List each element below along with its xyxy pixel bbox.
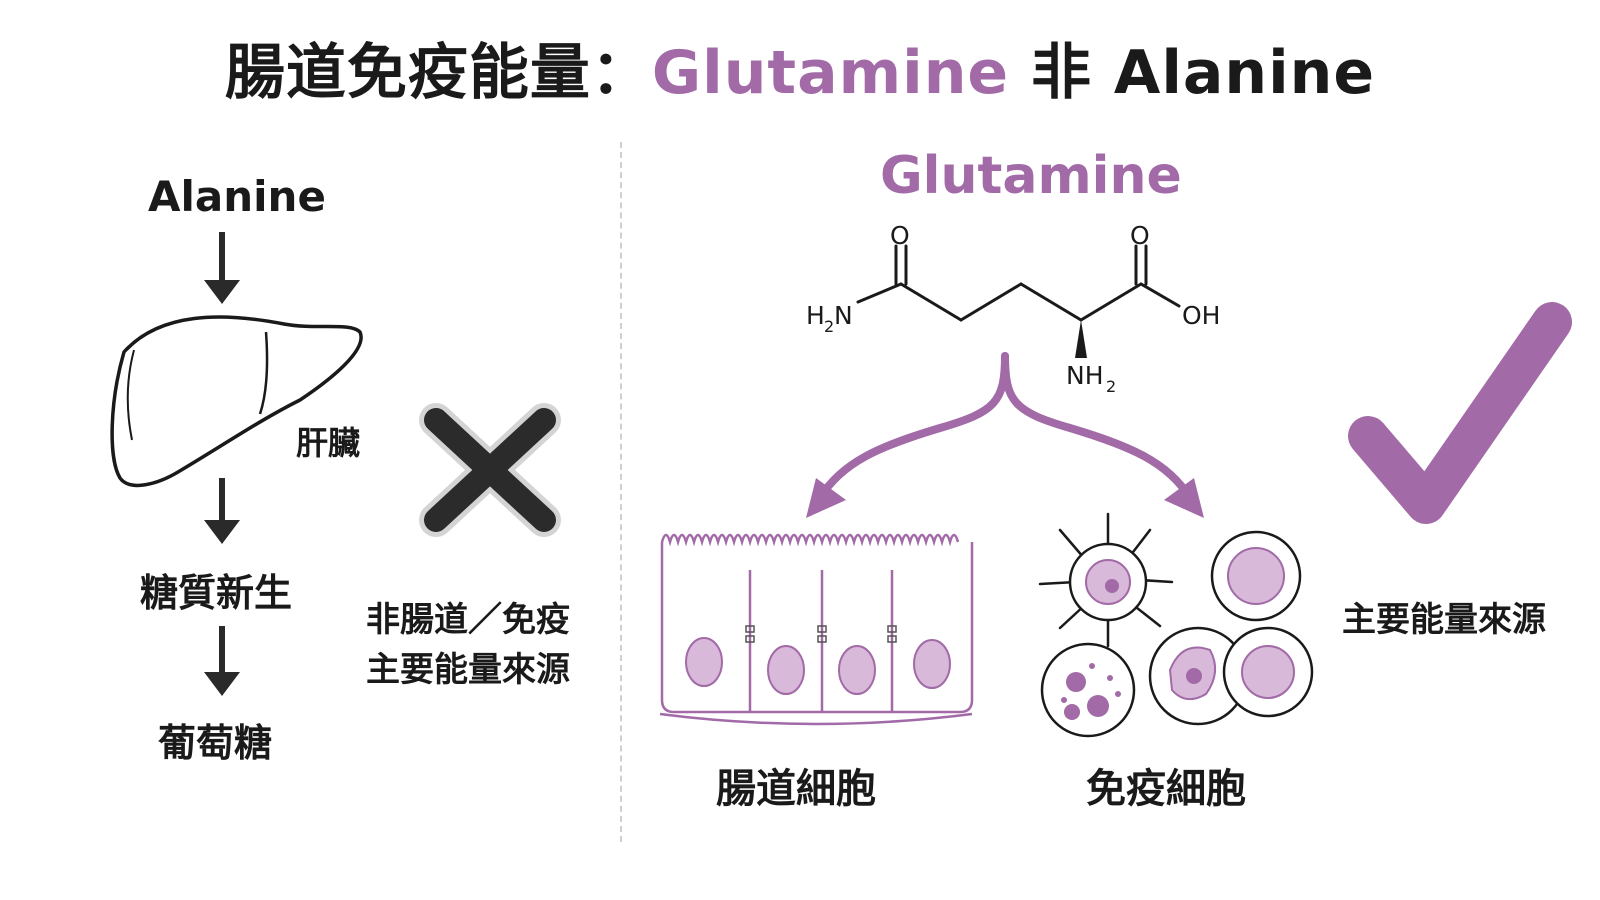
branch-arrow-icon xyxy=(806,352,1204,518)
verdict-line2: 主要能量來源 xyxy=(366,650,570,690)
dendritic-cell-icon xyxy=(1038,512,1174,648)
mol-o-right: O xyxy=(1130,221,1150,250)
down-arrow-icon xyxy=(204,478,240,544)
liver-label: 肝臟 xyxy=(296,424,361,462)
down-arrow-icon xyxy=(204,626,240,696)
immune-cells-icon xyxy=(1038,512,1314,738)
mol-nh2: NH xyxy=(1066,361,1104,390)
alanine-label: Alanine xyxy=(148,172,326,221)
mol-h2n-n: N xyxy=(834,301,853,330)
mol-h2n-sub: 2 xyxy=(824,317,834,336)
lymphocyte-icon xyxy=(1210,530,1302,622)
main-energy-source-label: 主要能量來源 xyxy=(1342,600,1546,640)
glutamine-label: Glutamine xyxy=(880,146,1182,206)
intestinal-cells-label: 腸道細胞 xyxy=(716,766,876,812)
mol-oh: OH xyxy=(1182,301,1220,330)
monocyte-icon xyxy=(1222,626,1314,718)
title-highlight: Glutamine xyxy=(651,38,1010,108)
title-part2: 非 Alanine xyxy=(1009,38,1376,108)
mol-nh2-sub: 2 xyxy=(1106,377,1116,396)
section-divider xyxy=(620,142,622,842)
immune-cells-label: 免疫細胞 xyxy=(1086,766,1246,812)
down-arrow-icon xyxy=(204,232,240,304)
cross-icon xyxy=(419,403,561,537)
page-title: 腸道免疫能量：Glutamine 非 Alanine xyxy=(0,24,1600,111)
title-part1: 腸道免疫能量： xyxy=(224,38,652,108)
glucose-label: 葡萄糖 xyxy=(158,721,273,765)
checkmark-icon xyxy=(1348,302,1572,524)
gluconeogenesis-label: 糖質新生 xyxy=(140,571,293,615)
granulocyte-icon xyxy=(1040,642,1136,738)
macrophage-icon xyxy=(1148,626,1248,726)
verdict-line1: 非腸道／免疫 xyxy=(366,600,570,640)
intestinal-cells-icon xyxy=(659,533,974,726)
liver-icon xyxy=(110,315,363,488)
glutamine-structure-icon: O O H 2 N OH NH 2 xyxy=(806,221,1220,396)
mol-o-left: O xyxy=(890,221,910,250)
mol-h2n-h: H xyxy=(806,301,825,330)
